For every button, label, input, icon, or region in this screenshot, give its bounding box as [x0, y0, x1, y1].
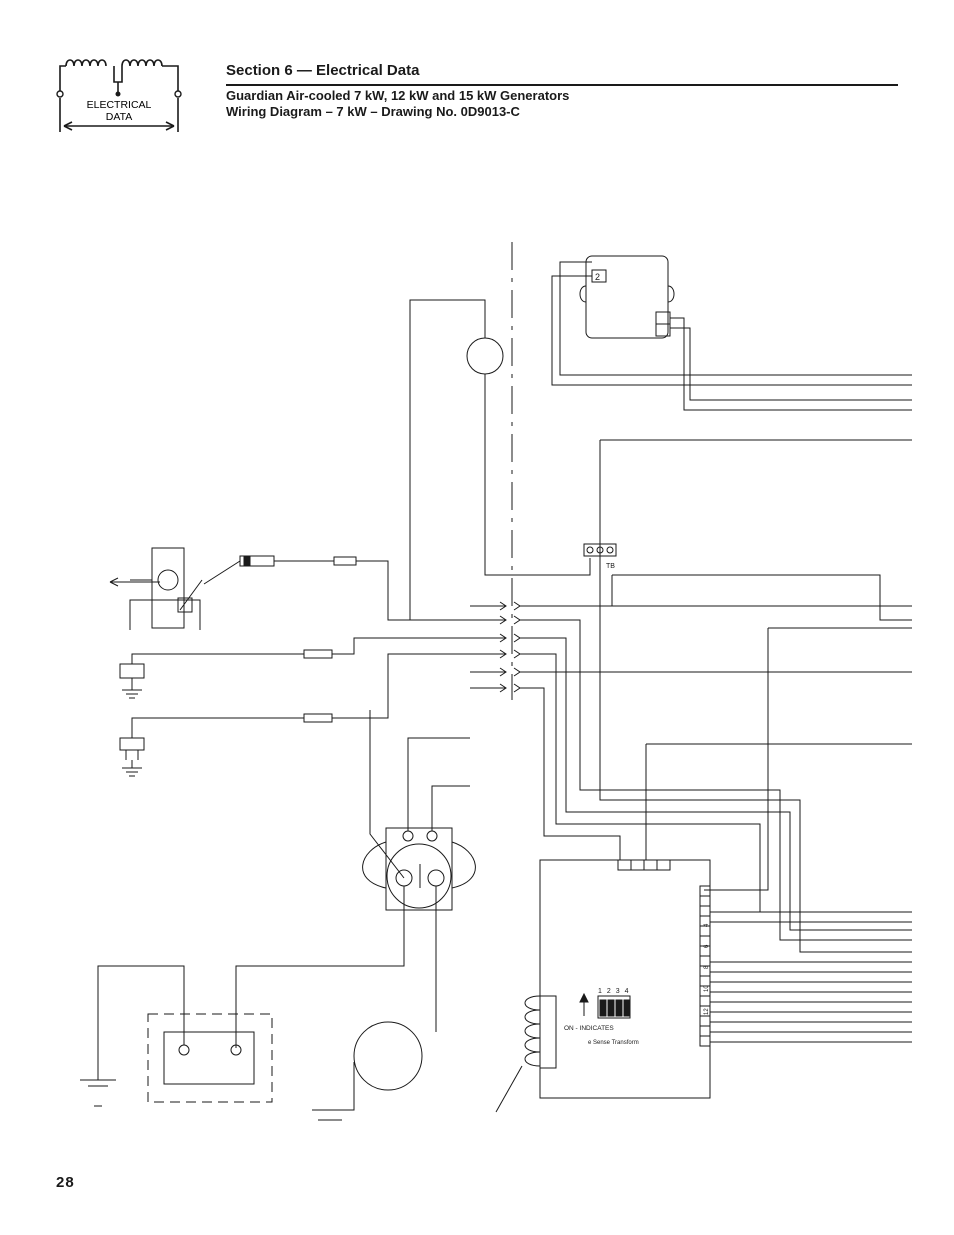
voltage-regulator	[551, 255, 912, 411]
pin-label-10: 10	[704, 985, 710, 992]
pin-label-8: 8	[704, 965, 710, 969]
subtitle-line1: Guardian Air-cooled 7 kW, 12 kW and 15 k…	[226, 88, 570, 103]
starter-motor	[312, 1021, 423, 1121]
pin-label-12: 12	[704, 1008, 710, 1015]
excitation-winding	[409, 299, 591, 621]
dip-3: 3	[616, 988, 620, 995]
terminal-block	[583, 543, 617, 557]
subtitle-line2: Wiring Diagram – 7 kW – Drawing No. 0D90…	[226, 104, 520, 119]
dip-1: 1	[598, 988, 602, 995]
dip-4: 4	[625, 988, 629, 995]
dip-2: 2	[607, 988, 611, 995]
logo-text-line1: ELECTRICAL	[87, 99, 152, 111]
terminal-block-label: TB	[606, 563, 615, 570]
dip-on-label: ON - INDICATES	[564, 1025, 614, 1032]
battery	[80, 965, 273, 1107]
electrical-data-logo: ELECTRICAL DATA	[56, 59, 182, 132]
logo-text-line2: DATA	[106, 111, 132, 123]
oil-pressure-switch	[119, 637, 470, 699]
controller-board	[495, 859, 912, 1113]
sense-transformer-label: e Sense Transform	[588, 1040, 639, 1046]
dip-switch-numbers: 1 2 3 4	[598, 988, 629, 995]
starter-contactor	[235, 710, 476, 1048]
title-rule	[226, 84, 898, 86]
section-title: Section 6 — Electrical Data	[226, 62, 420, 79]
subtitle: Guardian Air-cooled 7 kW, 12 kW and 15 k…	[226, 88, 569, 120]
temperature-switch	[119, 653, 470, 777]
regulator-terminal-label: 2	[595, 272, 600, 282]
choke-solenoid	[109, 547, 410, 630]
pin-label-4: 4	[704, 923, 710, 927]
page-number: 28	[56, 1174, 75, 1191]
pin-label-6: 6	[704, 944, 710, 948]
